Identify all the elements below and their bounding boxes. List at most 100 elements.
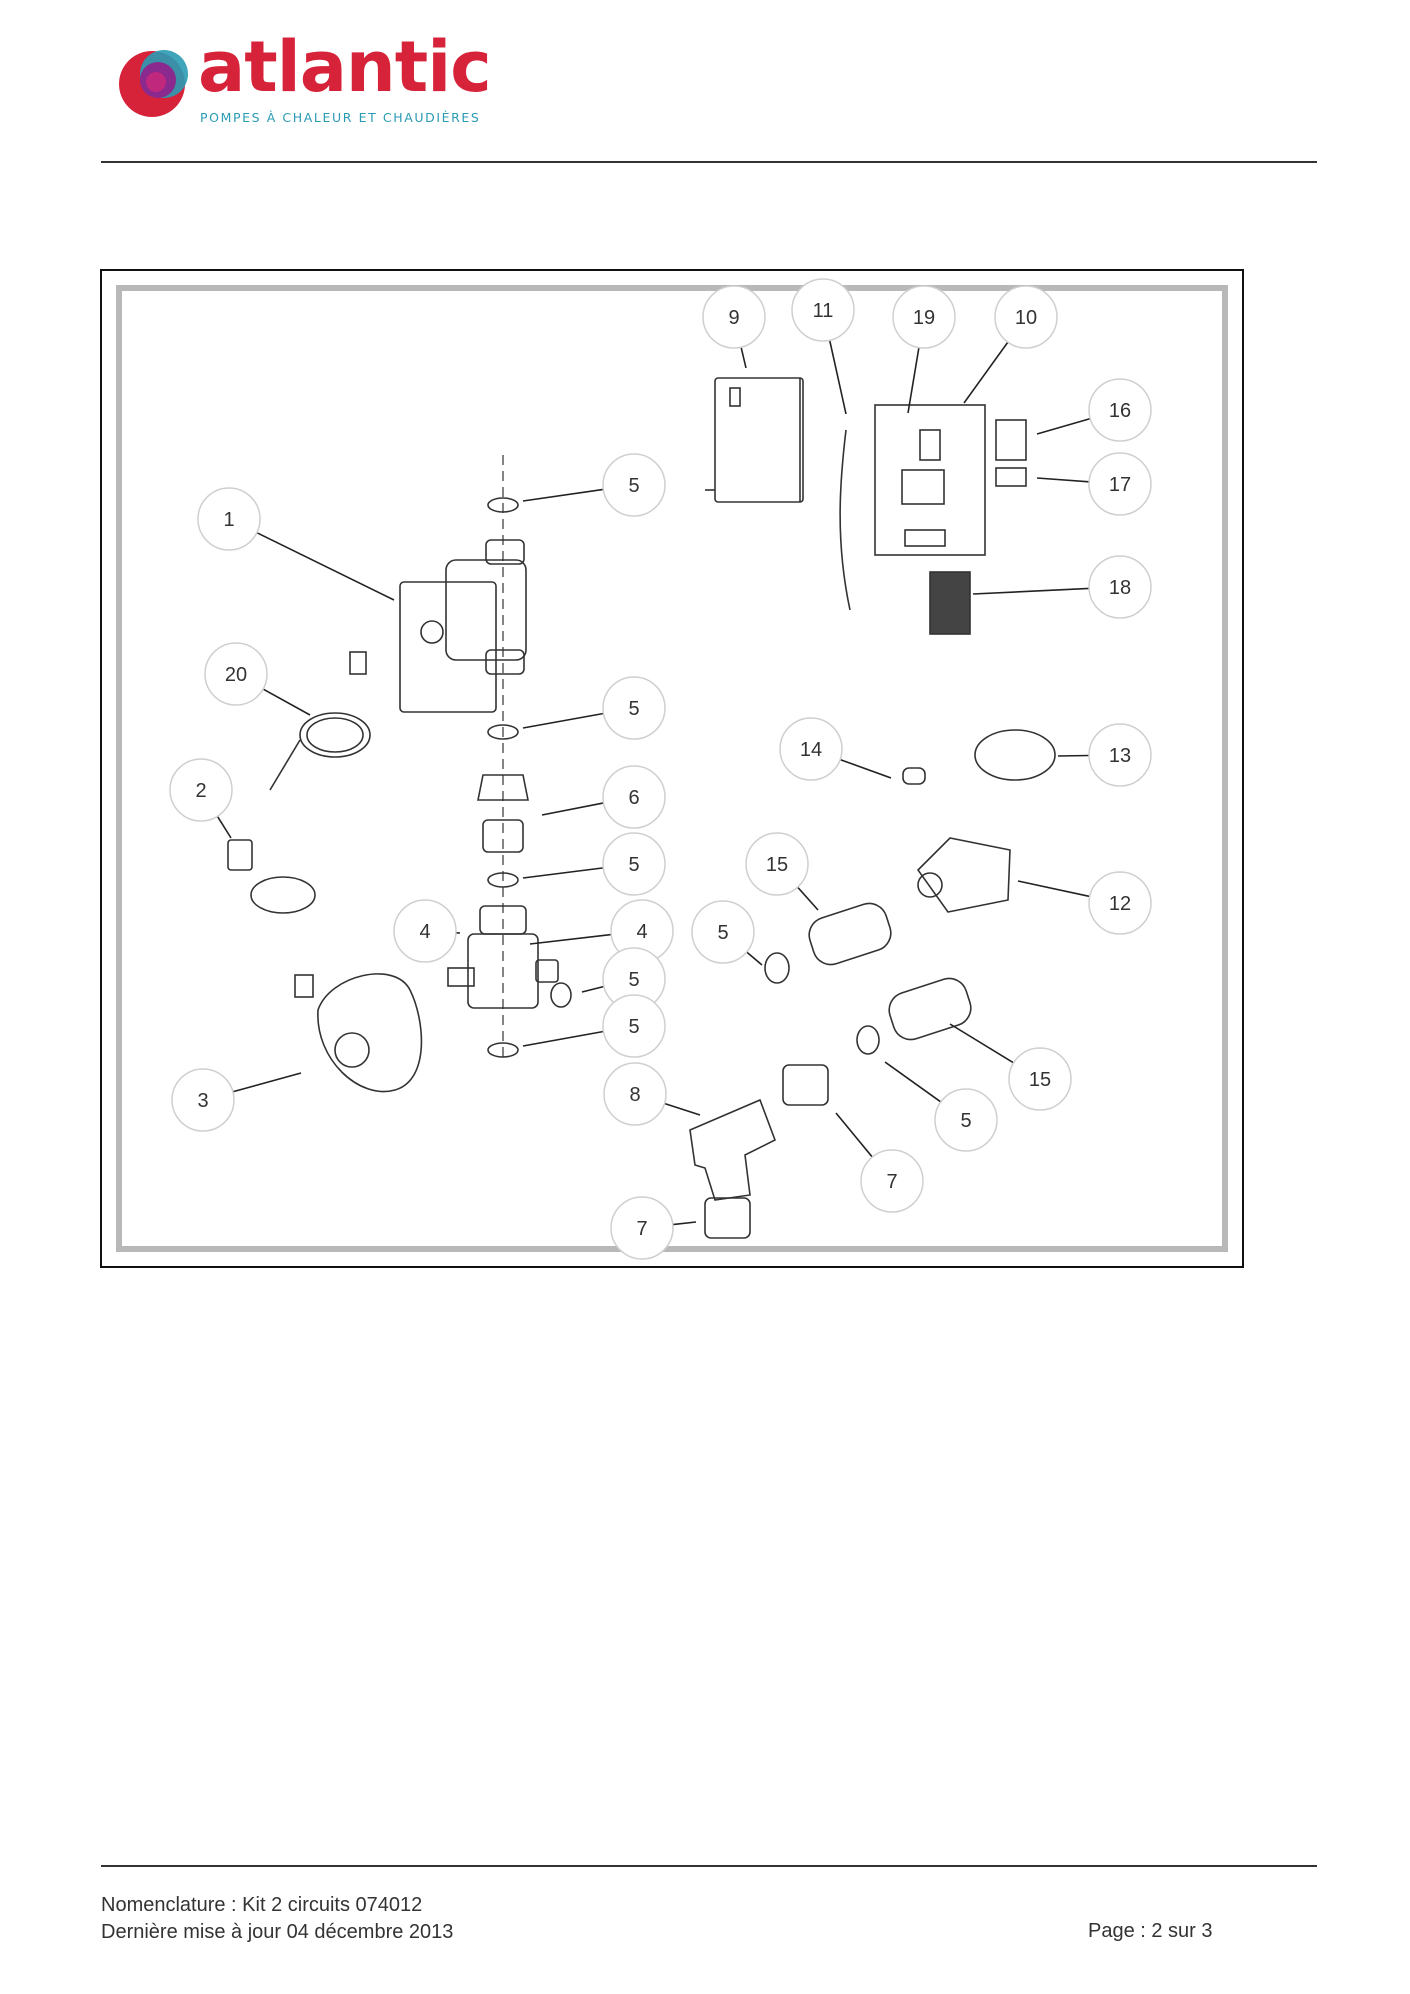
brand-name: atlantic: [198, 26, 492, 108]
callout-circle: [204, 642, 268, 706]
logo-mark-icon: [119, 50, 188, 117]
exploded-diagram-frame: [100, 269, 1244, 1268]
callout-leader-line: [522, 712, 604, 729]
part-callout: 20: [204, 642, 268, 706]
callout-circle: [393, 899, 457, 963]
callout-circle: [745, 832, 809, 896]
callout-number: 17: [1109, 474, 1131, 496]
seal-part: [487, 1042, 519, 1058]
callout-number: 7: [636, 1218, 647, 1240]
cable-20-part: [269, 651, 371, 791]
callout-leader-line: [522, 867, 604, 879]
electronic-board-part: [839, 404, 986, 611]
callout-leader-line: [232, 1072, 302, 1093]
callout-circle: [892, 285, 956, 349]
callout-number: 7: [886, 1171, 897, 1193]
nipple-part: [704, 1197, 751, 1239]
callout-leader-line: [1036, 477, 1090, 483]
cable-13-part: [974, 729, 1056, 781]
control-module-part: [705, 377, 804, 503]
part-callout: 16: [1088, 378, 1152, 442]
callout-number: 2: [195, 780, 206, 802]
callout-leader-line: [746, 951, 763, 966]
part-callout: 7: [610, 1196, 674, 1260]
part-callout: 18: [1088, 555, 1152, 619]
callout-leader-lines: [216, 340, 1091, 1226]
callout-number: 18: [1109, 577, 1131, 599]
callout-number: 15: [1029, 1069, 1051, 1091]
callout-number: 5: [628, 969, 639, 991]
callout-leader-line: [949, 1023, 1014, 1064]
part-callout: 5: [691, 900, 755, 964]
callout-leader-line: [1036, 417, 1091, 435]
callout-leader-line: [541, 802, 604, 816]
header-rule: [101, 161, 1317, 163]
connector-17-part: [995, 467, 1027, 487]
seal-part: [764, 952, 790, 984]
callout-circle: [602, 765, 666, 829]
callout-circle: [1088, 555, 1152, 619]
part-callout: 10: [994, 285, 1058, 349]
part-callout: 15: [1008, 1047, 1072, 1111]
part-callout: 6: [602, 765, 666, 829]
callout-leader-line: [581, 985, 605, 993]
callout-circle: [171, 1068, 235, 1132]
callout-number: 14: [800, 739, 822, 761]
sensor-14-part: [902, 767, 926, 785]
callout-number: 16: [1109, 400, 1131, 422]
callout-number: 5: [628, 475, 639, 497]
footer-nomenclature: Nomenclature : Kit 2 circuits 074012: [101, 1894, 423, 1916]
part-callout: 12: [1088, 871, 1152, 935]
callout-number: 13: [1109, 745, 1131, 767]
callout-leader-line: [522, 1030, 604, 1047]
brand-tagline: POMPES À CHALEUR ET CHAUDIÈRES: [200, 110, 481, 125]
callout-leader-line: [1057, 754, 1090, 757]
callout-circle: [602, 676, 666, 740]
callout-circle: [603, 1062, 667, 1126]
callout-leader-line: [1017, 880, 1090, 898]
callout-circle: [197, 487, 261, 551]
callout-circle: [779, 717, 843, 781]
callout-leader-line: [839, 758, 892, 779]
valve-actuator-part: [250, 876, 423, 1093]
tee-fitting-part: [689, 1098, 777, 1201]
part-callout: 9: [702, 285, 766, 349]
callout-number: 12: [1109, 893, 1131, 915]
seal-part: [487, 872, 519, 888]
callout-circle: [1088, 378, 1152, 442]
callout-circle: [791, 278, 855, 342]
callout-number: 20: [225, 664, 247, 686]
callout-circle: [1088, 723, 1152, 787]
callout-number: 3: [197, 1090, 208, 1112]
callout-leader-line: [884, 1061, 942, 1103]
callout-number: 8: [629, 1084, 640, 1106]
callout-number: 19: [913, 307, 935, 329]
callout-leader-line: [835, 1112, 873, 1158]
part-callout: 4: [393, 899, 457, 963]
callout-leader-line: [740, 346, 747, 369]
part-callout: 13: [1088, 723, 1152, 787]
footer-last-update: Dernière mise à jour 04 décembre 2013: [101, 1921, 454, 1943]
callout-leader-line: [907, 347, 920, 414]
part-callout: 5: [602, 676, 666, 740]
callout-leader-line: [256, 531, 395, 601]
part-callout: 14: [779, 717, 843, 781]
callout-leader-line: [672, 1221, 697, 1226]
part-callout: 5: [602, 832, 666, 896]
callout-leader-line: [216, 815, 232, 839]
callout-leader-line: [262, 688, 311, 716]
callout-number: 15: [766, 854, 788, 876]
union-fitting-part: [477, 774, 529, 853]
part-callout: 19: [892, 285, 956, 349]
part-callout: 7: [860, 1149, 924, 1213]
zone-valve-part: [916, 837, 1011, 913]
callout-circle: [691, 900, 755, 964]
part-callout: 1: [197, 487, 261, 551]
callout-leader-line: [522, 488, 604, 502]
part-callout: 8: [603, 1062, 667, 1126]
callout-circle: [1088, 452, 1152, 516]
callout-circle: [994, 285, 1058, 349]
mixing-valve-part: [447, 905, 559, 1009]
footer-document-info: Nomenclature : Kit 2 circuits 074012 Der…: [101, 1892, 453, 1946]
